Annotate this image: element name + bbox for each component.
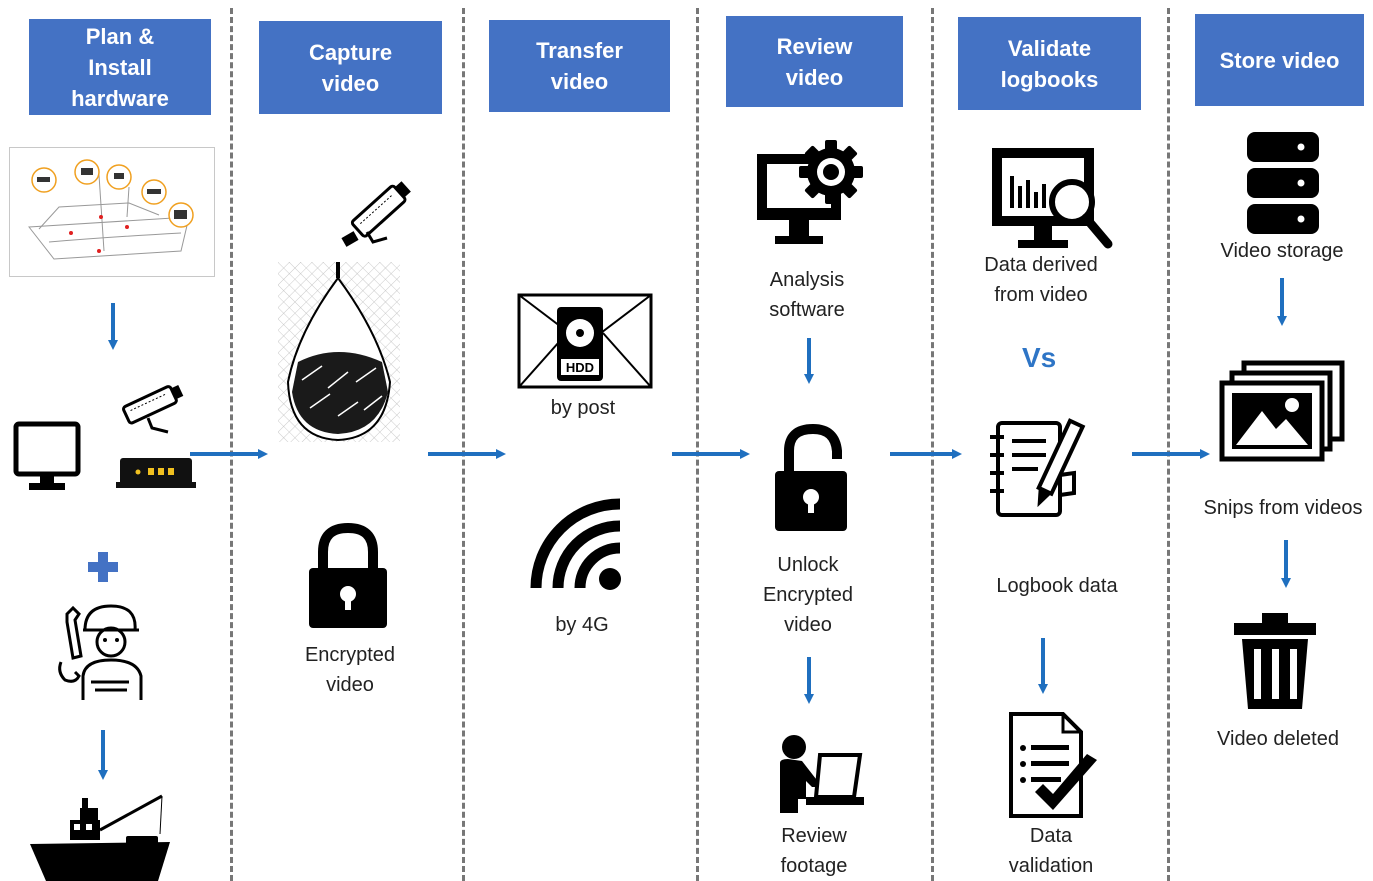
stage-divider [230, 8, 233, 881]
hdd-envelope-icon: HDD [517, 293, 653, 389]
person-laptop-icon [780, 735, 864, 813]
stage-header-validate: Validate logbooks [958, 17, 1141, 110]
fishing-boat-icon [30, 794, 170, 881]
data-validation-icon [1009, 712, 1097, 818]
fishing-net-icon [278, 262, 400, 442]
stage-header-transfer: Transfer video [489, 20, 670, 112]
snips-images-icon [1219, 360, 1345, 462]
stage-divider [696, 8, 699, 881]
logbook-data-label: Logbook data [996, 575, 1118, 597]
video-storage-icon [1247, 132, 1319, 234]
stage-header-capture: Capture video [259, 21, 442, 114]
vessel-diagram-icon [9, 147, 215, 277]
review-footage-label: Review footage [780, 825, 848, 877]
cctv-camera-icon [122, 384, 184, 434]
analysis-software-label: Analysis software [769, 269, 845, 321]
data-validation-label: Data validation [1008, 825, 1094, 877]
video-storage-label: Video storage [1220, 240, 1344, 262]
plus-icon [88, 552, 118, 582]
lock-icon [309, 522, 387, 628]
stage-divider [462, 8, 465, 881]
vs-text: Vs [1022, 342, 1057, 373]
stage-header-store: Store video [1195, 14, 1364, 106]
video-deleted-label: Video deleted [1217, 728, 1339, 750]
logbook-icon [990, 418, 1086, 517]
technician-icon [58, 604, 143, 700]
stage-divider [931, 8, 934, 881]
snips-label: Snips from videos [1203, 497, 1363, 519]
trash-icon [1234, 613, 1316, 709]
monitor-search-icon [992, 148, 1113, 249]
by-post-label: by post [550, 397, 616, 419]
monitor-icon [13, 421, 81, 490]
wifi-signal-icon [530, 498, 621, 590]
recorder-box-icon [116, 458, 196, 488]
stage-header-review: Review video [726, 16, 903, 107]
encrypted-video-label: Encrypted video [304, 644, 396, 696]
unlock-icon [775, 423, 847, 531]
stage-divider [1167, 8, 1170, 881]
cctv-camera-icon [341, 181, 411, 247]
data-derived-label: Data derived from video [984, 254, 1098, 306]
stage-header-plan: Plan & Install hardware [29, 19, 211, 115]
unlock-encrypted-video-label: Unlock Encrypted video [762, 554, 854, 636]
hdd-text: HDD [566, 360, 594, 375]
by-4g-label: by 4G [555, 614, 609, 636]
analysis-software-icon [757, 140, 863, 244]
